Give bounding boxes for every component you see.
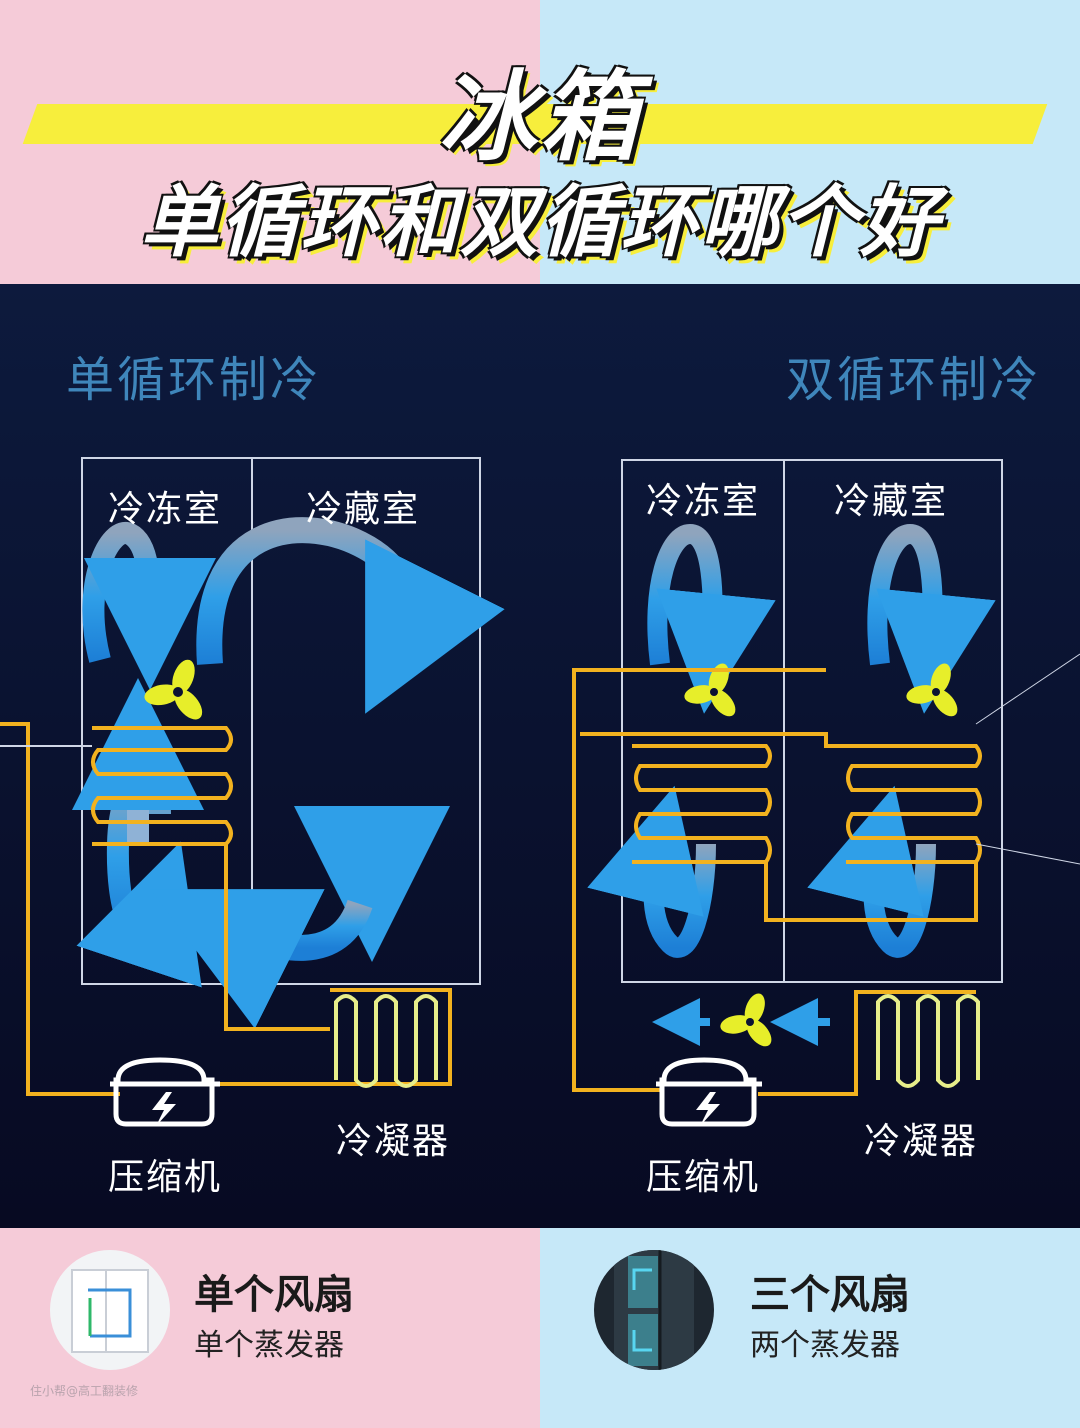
single-loop-heading: 单循环制冷: [66, 352, 322, 408]
fridge-label: 冷藏室: [834, 481, 949, 522]
condenser-label: 冷凝器: [864, 1121, 979, 1162]
freezer-label: 冷冻室: [108, 489, 223, 530]
compressor-label: 压缩机: [108, 1157, 223, 1198]
compressor-icon: [656, 1057, 762, 1127]
condenser-label: 冷凝器: [336, 1121, 451, 1162]
single-loop-svg: [0, 284, 540, 1228]
fridge-airflow-bottom: [807, 785, 936, 958]
condenser-coil: [334, 994, 438, 1088]
panel-background: [540, 284, 1080, 1228]
dual-loop-heading: 双循环制冷: [786, 352, 1042, 408]
footer-left-headline: 单个风扇: [194, 1272, 354, 1318]
fridge-evaporator-coil: [846, 744, 982, 864]
footer-dual-loop: 三个风扇 两个蒸发器: [540, 1240, 1080, 1390]
single-loop-thumbnail: [50, 1250, 170, 1370]
pipe-to-condenser: [758, 990, 976, 1096]
condenser-coil: [876, 994, 980, 1088]
evaporator-coil: [91, 726, 233, 846]
footer-right-sub: 两个蒸发器: [750, 1328, 900, 1363]
footer-right-headline: 三个风扇: [750, 1272, 910, 1318]
cabinet-outline: [621, 459, 1003, 983]
freezer-label: 冷冻室: [646, 481, 761, 522]
freezer-evaporator-coil: [632, 744, 772, 864]
pipe-link-top: [580, 732, 846, 748]
freezer-airflow-top: [82, 522, 216, 690]
pipe-link-bottom: [764, 862, 978, 922]
page-subtitle: 单循环和双循环哪个好: [139, 178, 940, 268]
dual-loop-svg: [540, 284, 1080, 1228]
footer-single-loop: 单个风扇 单个蒸发器: [0, 1240, 540, 1390]
annotation-line: [975, 843, 1080, 865]
pipe-to-condenser: [224, 844, 330, 1031]
compressor-icon: [110, 1057, 220, 1127]
fan-icon: [720, 993, 772, 1047]
single-loop-diagram: 单循环制冷 冷冻室 冷藏室 冷凝器 压缩机: [0, 284, 540, 1228]
watermark: 住小帮@高工翻装修: [30, 1384, 139, 1398]
pipe-condenser-return: [214, 988, 452, 1086]
annotation-line: [975, 653, 1080, 725]
freezer-airflow-bottom: [587, 785, 716, 958]
lightning-icon: [696, 1092, 720, 1126]
freezer-airflow-top: [647, 523, 776, 714]
fridge-label: 冷藏室: [306, 489, 421, 530]
lightning-icon: [152, 1092, 176, 1126]
compressor-label: 压缩机: [646, 1157, 761, 1198]
dual-loop-diagram: 双循环制冷 冷冻室 冷藏室 冷凝器 压缩机: [540, 284, 1080, 1228]
pipe-left: [572, 668, 826, 1092]
fridge-airflow-return: [150, 889, 373, 1029]
footer-left-sub: 单个蒸发器: [194, 1328, 344, 1363]
dual-loop-thumbnail: [594, 1250, 714, 1370]
fridge-airflow-top: [196, 517, 505, 714]
fan-icon: [144, 659, 203, 720]
pipe-left: [0, 722, 120, 1096]
page-title: 冰箱: [437, 61, 642, 175]
fridge-airflow-top: [867, 523, 996, 714]
fan-icon: [906, 663, 958, 717]
